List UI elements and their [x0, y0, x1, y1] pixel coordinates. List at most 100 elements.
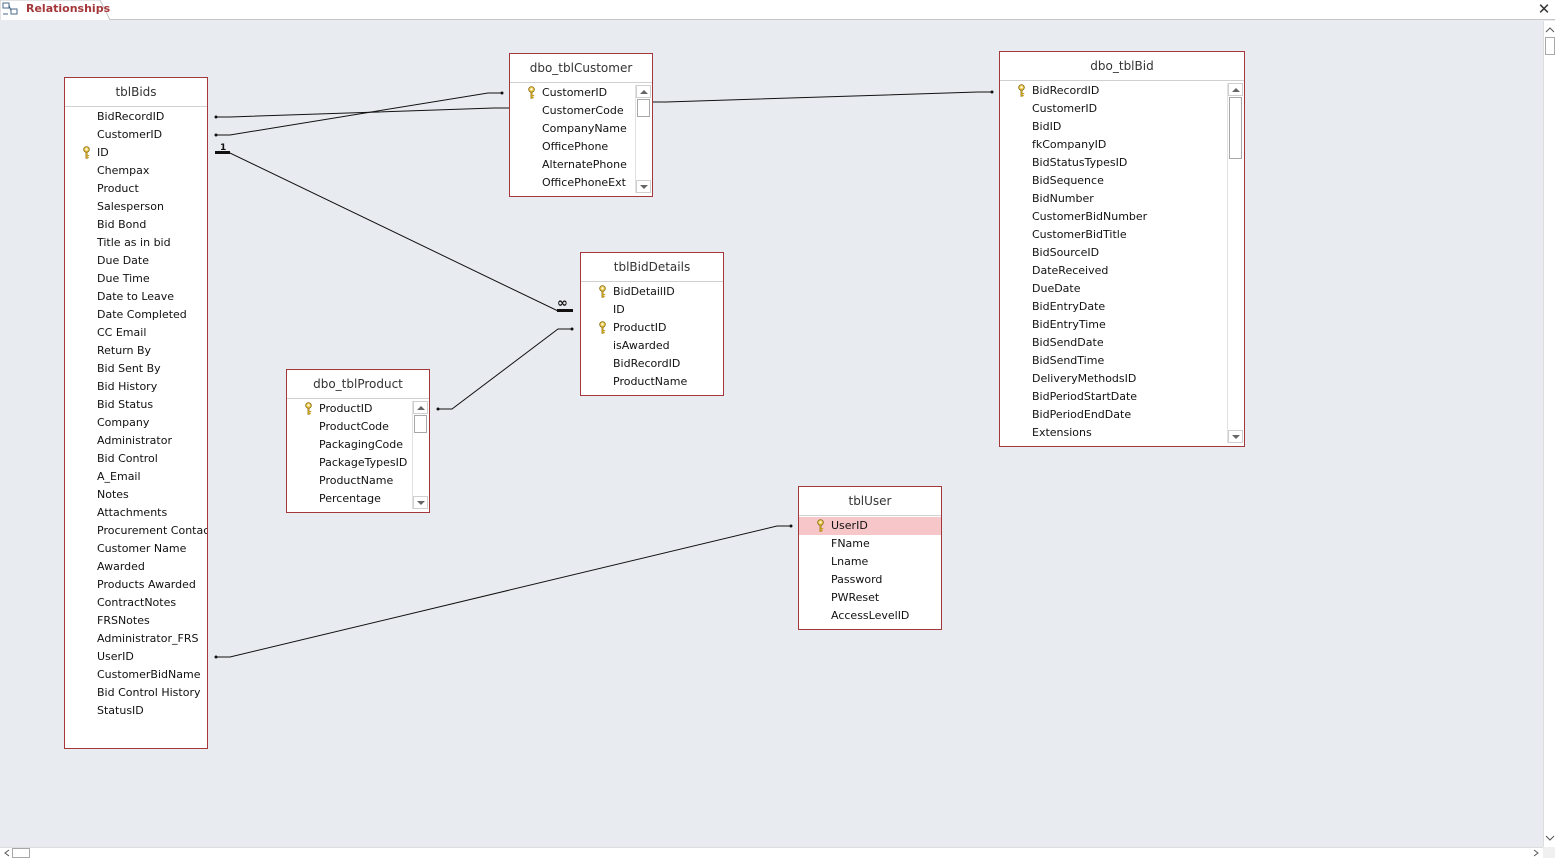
field-row[interactable]: Due Date — [65, 252, 207, 270]
scroll-thumb[interactable] — [1229, 97, 1242, 159]
field-row[interactable]: UserID — [65, 648, 207, 666]
field-row[interactable]: Bid Sent By — [65, 360, 207, 378]
field-row[interactable]: Salesperson — [65, 198, 207, 216]
field-row[interactable]: ContractNotes — [65, 594, 207, 612]
table-title[interactable]: tblBids — [65, 78, 207, 107]
field-row[interactable]: Bid Bond — [65, 216, 207, 234]
field-row[interactable]: BidSendDate — [1000, 334, 1244, 352]
scroll-up-arrow[interactable] — [1228, 83, 1243, 96]
field-row[interactable]: Product — [65, 180, 207, 198]
field-row[interactable]: BidSequence — [1000, 172, 1244, 190]
chevron-left-icon[interactable] — [2, 848, 12, 858]
field-row[interactable]: Administrator — [65, 432, 207, 450]
chevron-down-icon[interactable] — [1544, 833, 1555, 843]
field-row[interactable]: Bid History — [65, 378, 207, 396]
scroll-up-arrow[interactable] — [413, 401, 428, 414]
field-row[interactable]: BidNumber — [1000, 190, 1244, 208]
field-row[interactable]: BidEntryDate — [1000, 298, 1244, 316]
field-row[interactable]: DueDate — [1000, 280, 1244, 298]
field-row[interactable]: CC Email — [65, 324, 207, 342]
table-scrollbar[interactable] — [1227, 83, 1243, 443]
field-row[interactable]: Bid Control History — [65, 684, 207, 702]
field-row[interactable]: BidEntryTime — [1000, 316, 1244, 334]
field-row[interactable]: BidPeriodStartDate — [1000, 388, 1244, 406]
field-row[interactable]: BidDetailID — [581, 283, 723, 301]
field-row[interactable]: PackageTypesID — [287, 454, 429, 472]
close-icon[interactable]: ✕ — [1537, 0, 1551, 18]
field-row[interactable]: OfficePhone — [510, 138, 652, 156]
field-row[interactable]: Return By — [65, 342, 207, 360]
field-row[interactable]: Awarded — [65, 558, 207, 576]
field-row[interactable]: AlternatePhone — [510, 156, 652, 174]
field-row[interactable]: Date to Leave — [65, 288, 207, 306]
canvas-horizontal-scrollbar[interactable] — [0, 847, 1543, 858]
field-row[interactable]: Notes — [65, 486, 207, 504]
field-row[interactable]: CompanyName — [510, 120, 652, 138]
scroll-thumb[interactable] — [1545, 37, 1555, 55]
field-row[interactable]: AccessLevelID — [799, 607, 941, 625]
scroll-thumb[interactable] — [12, 848, 30, 858]
field-row[interactable]: DateReceived — [1000, 262, 1244, 280]
field-row[interactable]: BidRecordID — [581, 355, 723, 373]
field-row[interactable]: BidRecordID — [1000, 82, 1244, 100]
field-row[interactable]: Percentage — [287, 490, 429, 508]
field-row[interactable]: BidSendTime — [1000, 352, 1244, 370]
scroll-thumb[interactable] — [414, 415, 427, 433]
field-row[interactable]: Title as in bid — [65, 234, 207, 252]
field-row[interactable]: ProductID — [287, 400, 429, 418]
field-row[interactable]: Due Time — [65, 270, 207, 288]
field-row[interactable]: BidID — [1000, 118, 1244, 136]
table-scrollbar[interactable] — [635, 85, 651, 193]
scroll-up-arrow[interactable] — [636, 85, 651, 98]
field-row[interactable]: ProductID — [581, 319, 723, 337]
field-row[interactable]: Attachments — [65, 504, 207, 522]
field-row[interactable]: ID — [581, 301, 723, 319]
field-row[interactable]: CustomerID — [65, 126, 207, 144]
table-title[interactable]: dbo_tblBid — [1000, 52, 1244, 81]
field-row[interactable]: CustomerBidNumber — [1000, 208, 1244, 226]
scroll-down-arrow[interactable] — [1228, 430, 1243, 443]
field-row[interactable]: PWReset — [799, 589, 941, 607]
table-scrollbar[interactable] — [412, 401, 428, 509]
field-row[interactable]: StatusID — [65, 702, 207, 720]
field-row[interactable]: CustomerBidTitle — [1000, 226, 1244, 244]
field-row[interactable]: ID — [65, 144, 207, 162]
field-row[interactable]: BidSourceID — [1000, 244, 1244, 262]
field-row[interactable]: A_Email — [65, 468, 207, 486]
field-row[interactable]: FRSNotes — [65, 612, 207, 630]
field-row[interactable]: Bid Status — [65, 396, 207, 414]
field-row[interactable]: OfficePhoneExt — [510, 174, 652, 192]
field-row[interactable]: BidPeriodEndDate — [1000, 406, 1244, 424]
table-title[interactable]: dbo_tblCustomer — [510, 54, 652, 83]
scroll-thumb[interactable] — [637, 99, 650, 117]
field-row[interactable]: Administrator_FRS — [65, 630, 207, 648]
field-row[interactable]: Bid Control — [65, 450, 207, 468]
chevron-right-icon[interactable] — [1531, 848, 1541, 858]
field-row[interactable]: FName — [799, 535, 941, 553]
scroll-down-arrow[interactable] — [413, 496, 428, 509]
field-row[interactable]: Company — [65, 414, 207, 432]
field-row[interactable]: CustomerCode — [510, 102, 652, 120]
scroll-down-arrow[interactable] — [636, 180, 651, 193]
field-row[interactable]: Customer Name — [65, 540, 207, 558]
field-row[interactable]: Date Completed — [65, 306, 207, 324]
field-row[interactable]: CustomerID — [510, 84, 652, 102]
chevron-up-icon[interactable] — [1544, 25, 1555, 35]
tab-relationships[interactable]: Relationships — [0, 0, 111, 21]
table-title[interactable]: dbo_tblProduct — [287, 370, 429, 399]
field-row[interactable]: isAwarded — [581, 337, 723, 355]
field-row[interactable]: ProductName — [581, 373, 723, 391]
field-row[interactable]: ProductCode — [287, 418, 429, 436]
field-row[interactable]: DeliveryMethodsID — [1000, 370, 1244, 388]
field-row[interactable]: CustomerID — [1000, 100, 1244, 118]
field-row[interactable]: ProductName — [287, 472, 429, 490]
field-row[interactable]: UserID — [799, 517, 941, 535]
field-row[interactable]: Extensions — [1000, 424, 1244, 442]
field-row[interactable]: Chempax — [65, 162, 207, 180]
